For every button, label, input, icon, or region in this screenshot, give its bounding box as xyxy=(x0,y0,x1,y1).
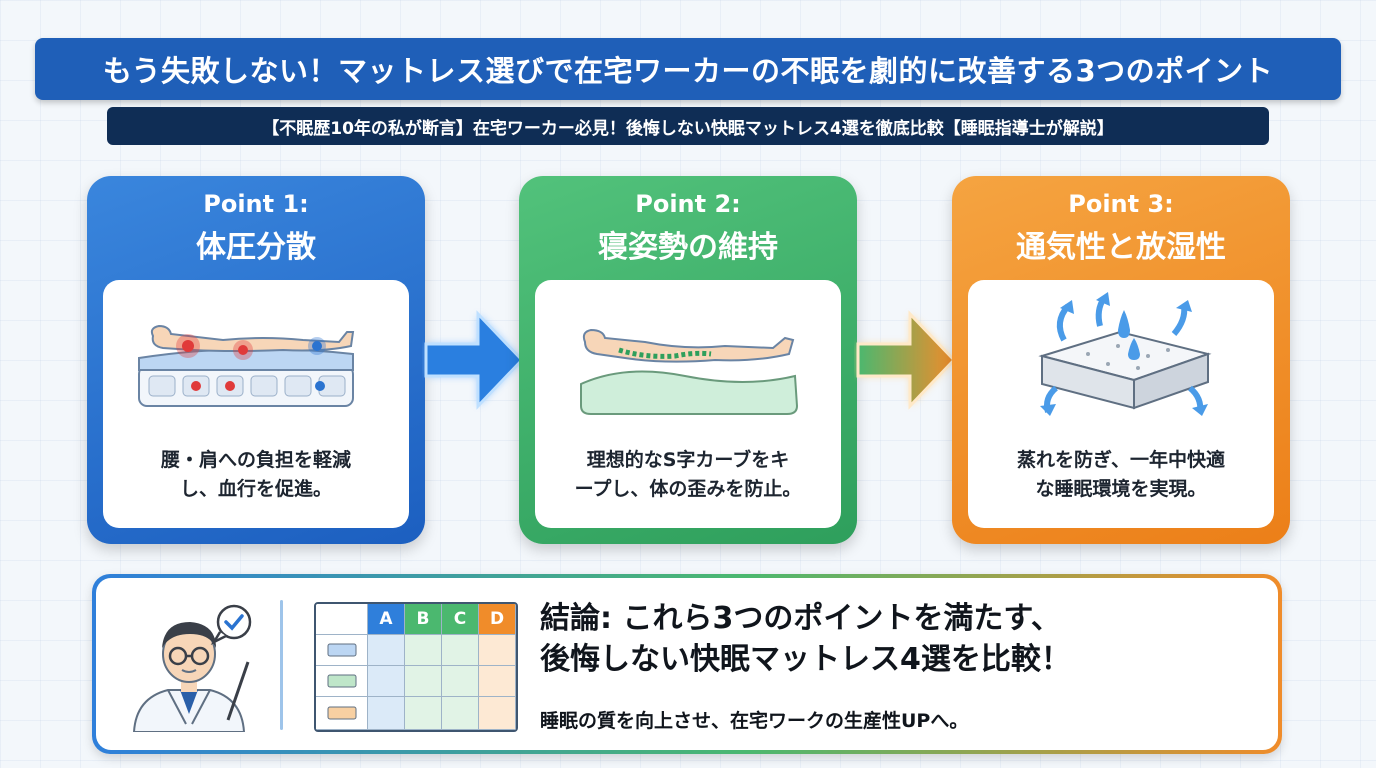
arrow-right-icon xyxy=(856,310,957,410)
body-pressure-mattress-icon xyxy=(138,324,355,407)
mattress-icon xyxy=(327,674,356,688)
conclusion-subtitle: 睡眠の質を向上させ、在宅ワークの生産性UPへ。 xyxy=(540,710,969,732)
point-card-1: Point 1: 体圧分散 腰・肩への負担を軽減 し、血行を促進。 xyxy=(87,176,425,544)
point-label: Point 3: xyxy=(1068,190,1174,218)
divider xyxy=(280,600,283,730)
point-card-2: Point 2: 寝姿勢の維持 理想的なS字カーブをキ ープし、体の歪みを防止。 xyxy=(519,176,857,544)
page-title: もう失敗しない！マットレス選びで在宅ワーカーの不眠を劇的に改善する3つのポイント xyxy=(35,38,1341,100)
comparison-table-icon: A B C D xyxy=(314,602,518,732)
conclusion-panel: A B C D 結論: これら3つのポイントを満たす、 後悔しない快眠マットレス… xyxy=(92,574,1282,754)
arrow-right-icon xyxy=(424,310,525,410)
table-header-cell: A xyxy=(368,604,405,635)
table-header-cell: C xyxy=(442,604,479,635)
mattress-icon xyxy=(327,706,356,720)
table-header-cell: B xyxy=(405,604,442,635)
point-description: 理想的なS字カーブをキ ープし、体の歪みを防止。 xyxy=(574,449,802,500)
mattress-icon xyxy=(327,643,356,657)
point-card-body: 腰・肩への負担を軽減 し、血行を促進。 xyxy=(103,280,409,528)
point-card-3: Point 3: 通気性と放湿性 蒸れを防ぎ xyxy=(952,176,1290,544)
conclusion-title: 結論: これら3つのポイントを満たす、 後悔しない快眠マットレス4選を比較！ xyxy=(540,601,1071,678)
point-card-body: 蒸れを防ぎ、一年中快適 な睡眠環境を実現。 xyxy=(968,280,1274,528)
point-title: 寝姿勢の維持 xyxy=(598,230,778,265)
point-title: 通気性と放湿性 xyxy=(1016,230,1226,265)
table-header-cell: D xyxy=(479,604,516,635)
point-description: 腰・肩への負担を軽減 し、血行を促進。 xyxy=(160,449,351,500)
spine-alignment-icon xyxy=(580,328,799,415)
breathable-mattress-icon xyxy=(1038,292,1212,416)
point-card-body: 理想的なS字カーブをキ ープし、体の歪みを防止。 xyxy=(535,280,841,528)
doctor-avatar-icon xyxy=(132,622,250,732)
point-label: Point 1: xyxy=(203,190,309,218)
point-title: 体圧分散 xyxy=(196,230,316,265)
page-subtitle: 【不眠歴10年の私が断言】在宅ワーカー必見！後悔しない快眠マットレス4選を徹底比… xyxy=(107,107,1269,145)
point-description: 蒸れを防ぎ、一年中快適 な睡眠環境を実現。 xyxy=(1016,449,1226,500)
point-label: Point 2: xyxy=(635,190,741,218)
check-speech-bubble-icon xyxy=(210,604,252,646)
